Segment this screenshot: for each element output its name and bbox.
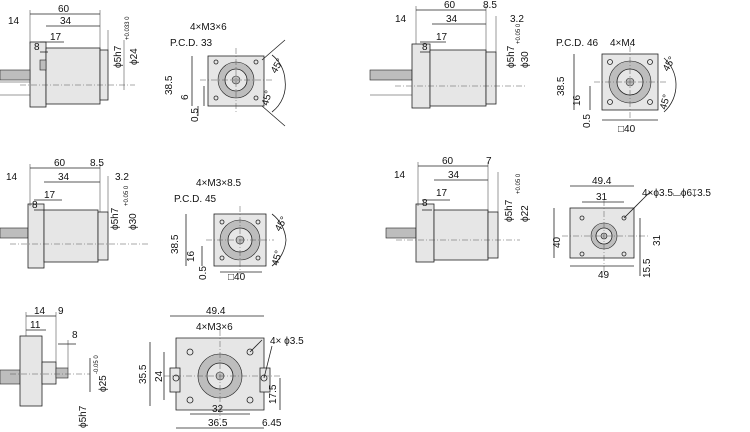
- view-c: 60 8.5 3.2 34 14 17 8 ϕ5h7 ϕ30 +0.05 0: [0, 158, 290, 283]
- view-b: 60 8.5 3.2 34 14 17 8 ϕ5h7 ϕ30 +0.05 0: [369, 0, 678, 135]
- dim-e-175: 17.5: [268, 384, 279, 404]
- dim-e-645: 6.45: [262, 418, 282, 429]
- dim-b-ang1: 45°: [661, 55, 678, 74]
- dim-b-05: 0.5: [582, 114, 593, 128]
- dim-e-24: 24: [154, 370, 165, 382]
- dim-d-7: 7: [486, 156, 492, 167]
- dim-a-8: 8: [34, 42, 40, 53]
- dim-c-holes: 4×M3×8.5: [196, 178, 241, 189]
- dim-c-34: 34: [58, 172, 70, 183]
- dim-e-14: 14: [34, 306, 46, 317]
- dim-e-phi25: ϕ25: [98, 375, 109, 392]
- dim-a-385: 38.5: [164, 75, 175, 95]
- dim-a-17: 17: [50, 32, 62, 43]
- dim-d-phi22: ϕ22: [520, 205, 531, 222]
- view-b-side: 60 8.5 3.2 34 14 17 8 ϕ5h7 ϕ30 +0.05 0: [369, 0, 531, 109]
- dim-c-phi5h7: ϕ5h7: [110, 207, 121, 230]
- dim-b-sq40: □40: [618, 124, 636, 135]
- dim-a-pcd: P.C.D. 33: [170, 38, 212, 49]
- view-e-front: 49.4 4×M3×6 4× ϕ3.5 35.5 24 17.5 32 36.5…: [138, 306, 304, 429]
- view-e: 14 9 11 8 ϕ25 -0.05 0 ϕ5h7: [0, 306, 304, 429]
- view-c-front: 4×M3×8.5 P.C.D. 45 38.5 16 0.5 □40 45° 4…: [170, 178, 290, 283]
- dim-e-9: 9: [58, 306, 64, 317]
- dim-d-155: 15.5: [642, 258, 653, 278]
- dim-c-14: 14: [6, 172, 18, 183]
- dim-d-holes: 4×ϕ3.5⌴ϕ6↧3.5: [642, 188, 711, 199]
- dim-a-34: 34: [60, 16, 72, 27]
- dim-d-tol22: +0.05 0: [516, 173, 522, 194]
- dim-c-phi30: ϕ30: [128, 213, 139, 230]
- view-b-front: P.C.D. 46 4×M4 38.5 16 0.5 □40 45° 45°: [556, 38, 678, 135]
- dim-b-17: 17: [436, 32, 448, 43]
- dim-b-phi5h7: ϕ5h7: [506, 45, 517, 68]
- dim-e-355: 35.5: [138, 364, 149, 384]
- dim-a-holes: 4×M3×6: [190, 22, 227, 33]
- dim-b-32: 3.2: [510, 14, 524, 25]
- dim-b-phi30: ϕ30: [520, 51, 531, 68]
- view-d-front: 49.4 31 4×ϕ3.5⌴ϕ6↧3.5 40 31 49 15.5: [552, 176, 711, 281]
- dim-a-14: 14: [8, 16, 20, 27]
- dim-d-31: 31: [596, 192, 608, 203]
- dim-d-60: 60: [442, 156, 454, 167]
- dim-e-365: 36.5: [208, 418, 228, 429]
- dim-a-60: 60: [58, 4, 70, 15]
- dim-e-holes-35: 4× ϕ3.5: [270, 336, 304, 347]
- dim-c-385: 38.5: [170, 234, 181, 254]
- dim-c-32: 3.2: [115, 172, 129, 183]
- dim-a-phi24: ϕ24: [129, 48, 140, 65]
- dim-d-40: 40: [552, 236, 563, 248]
- dim-e-holes-m3: 4×M3×6: [196, 322, 233, 333]
- dim-c-pcd: P.C.D. 45: [174, 194, 216, 205]
- dim-e-phi5h7: ϕ5h7: [78, 405, 89, 428]
- dim-c-ang2: 45°: [270, 249, 285, 266]
- dim-b-ang2: 45°: [658, 93, 673, 110]
- dim-d-49: 49: [598, 270, 610, 281]
- view-a-front: 4×M3×6 P.C.D. 33 38.5 6 0.5 45° 45°: [164, 22, 286, 127]
- dim-d-8: 8: [422, 198, 428, 209]
- dim-c-sq40: □40: [228, 272, 246, 283]
- dim-a-tol24: +0.033 0: [125, 16, 131, 40]
- dim-c-8: 8: [32, 200, 38, 211]
- dim-a-ang2: 45°: [260, 89, 275, 106]
- dim-c-16: 16: [186, 250, 197, 262]
- dim-c-85: 8.5: [90, 158, 104, 169]
- dim-e-8: 8: [72, 330, 78, 341]
- dim-e-494: 49.4: [206, 306, 226, 317]
- view-a-side: 60 34 14 17 8 ϕ5h7 ϕ24 +0.033 0: [0, 4, 140, 108]
- dim-c-tol30: +0.05 0: [124, 185, 130, 206]
- view-e-side: 14 9 11 8 ϕ25 -0.05 0 ϕ5h7: [0, 306, 109, 428]
- view-d: 60 7 34 14 17 8 ϕ5h7 ϕ22 +0.05 0: [385, 156, 711, 281]
- dim-b-60: 60: [444, 0, 456, 11]
- view-a: 60 34 14 17 8 ϕ5h7 ϕ24 +0.033 0: [0, 4, 286, 127]
- dim-b-34: 34: [446, 14, 458, 25]
- dim-a-05: 0.5: [190, 108, 201, 122]
- dim-b-85: 8.5: [483, 0, 497, 11]
- dim-e-tol25: -0.05 0: [94, 355, 100, 374]
- dim-c-05: 0.5: [198, 266, 209, 280]
- dim-d-phi5h7: ϕ5h7: [504, 199, 515, 222]
- dim-b-pcd: P.C.D. 46: [556, 38, 598, 49]
- dim-b-14: 14: [395, 14, 407, 25]
- dim-d-34: 34: [448, 170, 460, 181]
- dim-c-60: 60: [54, 158, 66, 169]
- dim-d-14: 14: [394, 170, 406, 181]
- dim-e-11: 11: [30, 320, 41, 331]
- dim-d-17: 17: [436, 188, 448, 199]
- dim-e-32: 32: [212, 404, 224, 415]
- view-d-side: 60 7 34 14 17 8 ϕ5h7 ϕ22 +0.05 0: [385, 156, 531, 263]
- dim-a-phi5h7: ϕ5h7: [113, 45, 124, 68]
- dim-d-494: 49.4: [592, 176, 612, 187]
- dim-b-8: 8: [422, 42, 428, 53]
- dim-b-385: 38.5: [556, 76, 567, 96]
- dim-a-6: 6: [180, 94, 191, 100]
- dim-b-tol30: +0.05 0: [516, 23, 522, 44]
- view-c-side: 60 8.5 3.2 34 14 17 8 ϕ5h7 ϕ30 +0.05 0: [0, 158, 150, 269]
- dim-b-holes: 4×M4: [610, 38, 636, 49]
- dim-c-17: 17: [44, 190, 56, 201]
- dim-d-h31: 31: [652, 234, 663, 246]
- dim-b-16: 16: [572, 94, 583, 106]
